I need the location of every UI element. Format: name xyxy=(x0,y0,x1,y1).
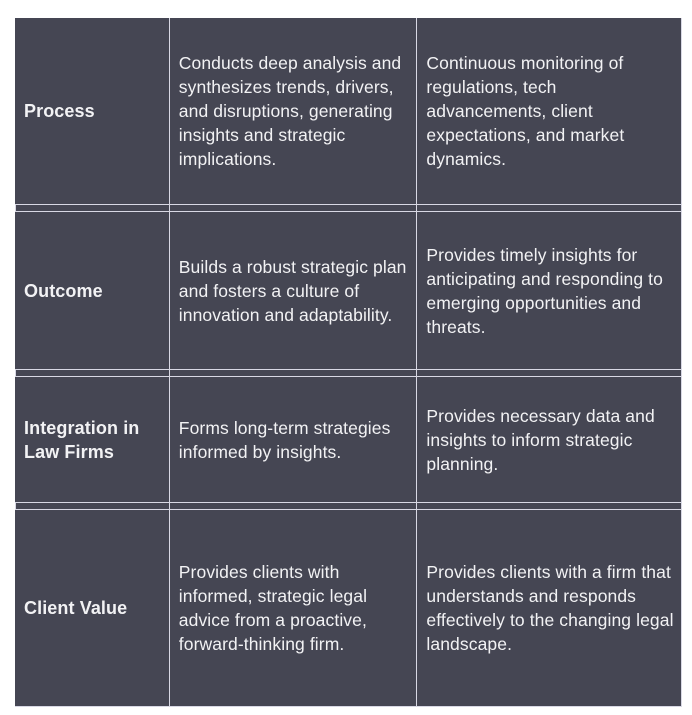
row-label: Process xyxy=(24,101,95,121)
table-cell: Provides clients with informed, strategi… xyxy=(168,510,417,706)
separator-cell xyxy=(15,205,169,211)
table-cell: Provides necessary data and insights to … xyxy=(416,377,681,502)
table-row-client-value: Client Value Provides clients with infor… xyxy=(15,510,681,706)
row-header-cell: Client Value xyxy=(15,510,169,706)
table-cell: Provides timely insights for anticipatin… xyxy=(416,212,681,369)
row-separator xyxy=(15,204,681,212)
table-row-integration: Integration in Law Firms Forms long-term… xyxy=(15,377,681,502)
row-separator xyxy=(15,502,681,510)
table-cell: Forms long-term strategies informed by i… xyxy=(168,377,417,502)
cell-text: Continuous monitoring of regulations, te… xyxy=(426,53,625,169)
row-separator xyxy=(15,369,681,377)
row-label: Outcome xyxy=(24,280,103,301)
separator-cell xyxy=(416,503,681,509)
cell-text: Provides clients with a firm that unders… xyxy=(426,562,674,654)
cell-text: Builds a robust strategic plan and foste… xyxy=(178,256,407,325)
separator-cell xyxy=(168,205,417,211)
comparison-table: Process Conducts deep analysis and synth… xyxy=(15,18,682,707)
cell-text: Forms long-term strategies informed by i… xyxy=(178,417,391,462)
table-row-process: Process Conducts deep analysis and synth… xyxy=(15,18,681,204)
separator-cell xyxy=(168,503,417,509)
cell-text: Provides clients with informed, strategi… xyxy=(178,562,368,654)
row-header-cell: Integration in Law Firms xyxy=(15,377,169,502)
table-cell: Conducts deep analysis and synthesizes t… xyxy=(168,18,417,204)
separator-cell xyxy=(15,370,169,376)
table-cell: Provides clients with a firm that unders… xyxy=(416,510,681,706)
cell-text: Provides timely insights for anticipatin… xyxy=(426,244,663,337)
separator-cell xyxy=(416,370,681,376)
cell-text: Provides necessary data and insights to … xyxy=(426,405,655,474)
row-header-cell: Process xyxy=(15,18,169,204)
table-cell: Builds a robust strategic plan and foste… xyxy=(168,212,417,369)
separator-cell xyxy=(416,205,681,211)
row-label: Integration in Law Firms xyxy=(24,417,140,462)
row-label: Client Value xyxy=(24,598,128,618)
separator-cell xyxy=(168,370,417,376)
cell-text: Conducts deep analysis and synthesizes t… xyxy=(178,53,402,169)
table-cell: Continuous monitoring of regulations, te… xyxy=(416,18,681,204)
separator-cell xyxy=(15,503,169,509)
table-row-outcome: Outcome Builds a robust strategic plan a… xyxy=(15,212,681,369)
row-header-cell: Outcome xyxy=(15,212,169,369)
